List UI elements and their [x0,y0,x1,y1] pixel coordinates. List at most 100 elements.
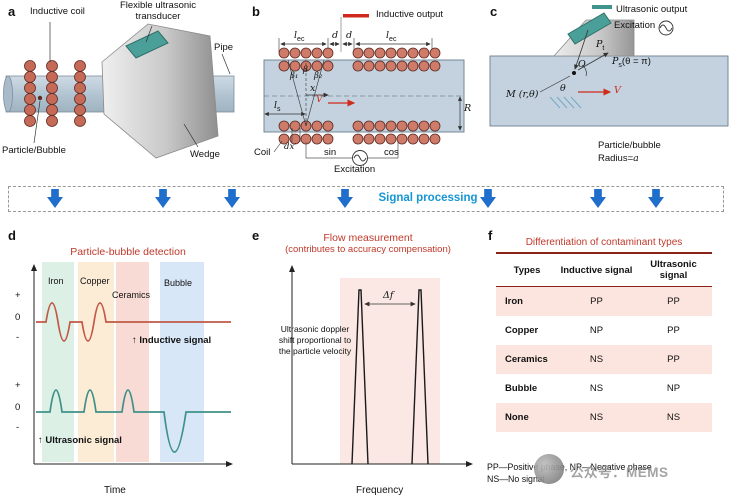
contaminant-table: Types Inductive signal Ultrasonic signal… [496,252,712,432]
m-point-leader [539,75,571,93]
inductive-output-bar [343,14,369,18]
panel-e-title-line1: Flow measurement [323,232,413,244]
watermark-text: 公众号：MEMS [570,465,669,480]
watermark-logo-icon [534,454,564,484]
cos-label: cos [384,147,399,158]
velocity-label: V [316,94,323,105]
theta-label: θ [560,83,566,94]
d-label-left: d [332,30,339,41]
panel-a-schematic [3,22,235,159]
theta-arc [581,64,587,77]
var-sub-ec: ec [297,35,305,43]
panel-letter-c: c [490,4,498,19]
inductive-waveform [36,302,231,342]
var-P: P [612,56,619,67]
bubble-band [160,262,204,462]
cell-type: Copper [505,325,539,336]
pt-label: Pt [596,39,605,53]
table-row-none: None NS NS [496,403,712,432]
up-arrow-icon: ↑ [38,435,43,446]
inductive-coil-label: Inductive coil [30,6,85,17]
panel-f-title: Differentiation of contaminant types [525,237,683,248]
ultrasonic-signal-label: ↑ Ultrasonic signal [38,435,122,447]
minus-label-lower: - [16,422,20,433]
sine-glyph [659,24,673,32]
ceramics-band [116,262,149,462]
particle-bubble-label-c: Particle/bubble [598,140,661,151]
origin-label: O [578,59,586,70]
leader-lines [33,22,231,148]
x-label: x [310,83,316,94]
sine-glyph [353,154,367,162]
ultrasonic-transducer-patch [125,30,169,59]
pipe-end [3,75,13,113]
header-ultrasonic-signal: Ultrasonic signal [635,252,712,287]
ultrasonic-transducer-patch [567,12,612,45]
panel-d-plot [31,262,233,467]
inductive-signal-label: ↑ Inductive signal [132,335,211,347]
beta-label: β [303,65,308,75]
cell-ultrasonic: PP [667,354,680,365]
var-sub-t: t [602,44,605,52]
panel-d-title: Particle-bubble detection [70,246,186,258]
coil-windings [278,47,441,145]
table-row-iron: Iron PP PP [496,286,712,316]
var-P: P [596,39,603,50]
footnote-line1: PP—Positive phase, NP—Negative phase [487,462,652,472]
pipe-label: Pipe [214,42,234,53]
table-row-copper: Copper NP PP [496,316,712,345]
scattered-wave-arrow [577,52,609,71]
iron-band [42,262,74,462]
copper-band [78,262,114,462]
beta1-label: β₁ [290,71,299,81]
header-inductive-signal: Inductive signal [558,252,635,287]
panel-b-schematic [263,14,465,166]
signal-processing-label: Signal processing [378,192,478,204]
excitation-label-b: Excitation [334,164,376,175]
panel-e-title-line2: (contributes to accuracy compensation) [285,244,451,255]
var-sub-s: s [618,61,622,69]
excitation-wires [305,142,399,159]
time-axis-label: Time [104,485,126,496]
m-point-label: M (r,θ) [506,89,539,100]
footnote-line2: NS—No signal [487,474,545,484]
var-sub-s: s [277,105,281,113]
particle-dot [37,95,43,101]
table-header-row: Types Inductive signal Ultrasonic signal [496,252,712,287]
radius-label: R [464,103,472,114]
velocity-label-c: V [614,85,621,96]
transducer-label-line1: Flexible ultrasonic [119,0,197,11]
cell-inductive: NS [589,354,604,365]
excitation-label-c: Excitation [614,20,656,31]
lec-label-left: lec [294,30,305,44]
var-sub-ec: ec [389,35,397,43]
cell-type: Ceramics [505,354,548,365]
zero-label-lower: 0 [15,402,21,413]
cell-inductive: NP [589,325,604,336]
inductive-coil-beads [24,60,86,127]
frequency-peak-2 [411,289,429,465]
transducer-label: Flexible ultrasonic transducer [110,0,206,23]
plus-label-lower: + [15,380,21,391]
panel-e-plot [289,265,473,467]
plus-label-upper: + [15,290,21,301]
header-types: Types [496,252,558,287]
panel-letter-e: e [252,228,260,243]
inductive-output-label: Inductive output [376,9,444,20]
up-arrow-icon: ↑ [132,335,137,346]
d-label-right: d [346,30,353,41]
ultrasonic-output-label: Ultrasonic output [616,4,688,15]
cell-type: Iron [505,296,523,307]
origin-dot [572,71,576,75]
radius-prefix: Radius= [598,153,634,164]
transducer-label-line2: transducer [135,10,181,22]
panel-c-schematic [489,5,729,127]
cell-ultrasonic: NP [666,383,681,394]
ultrasonic-signal-text: Ultrasonic signal [45,435,122,446]
panel-letter-f: f [488,228,493,243]
theta-pi: (θ = π) [621,56,651,67]
sin-label: sin [324,147,337,158]
wedge-label: Wedge [190,149,220,160]
ultrasonic-waveform [36,389,231,453]
coil-leader [273,140,283,153]
